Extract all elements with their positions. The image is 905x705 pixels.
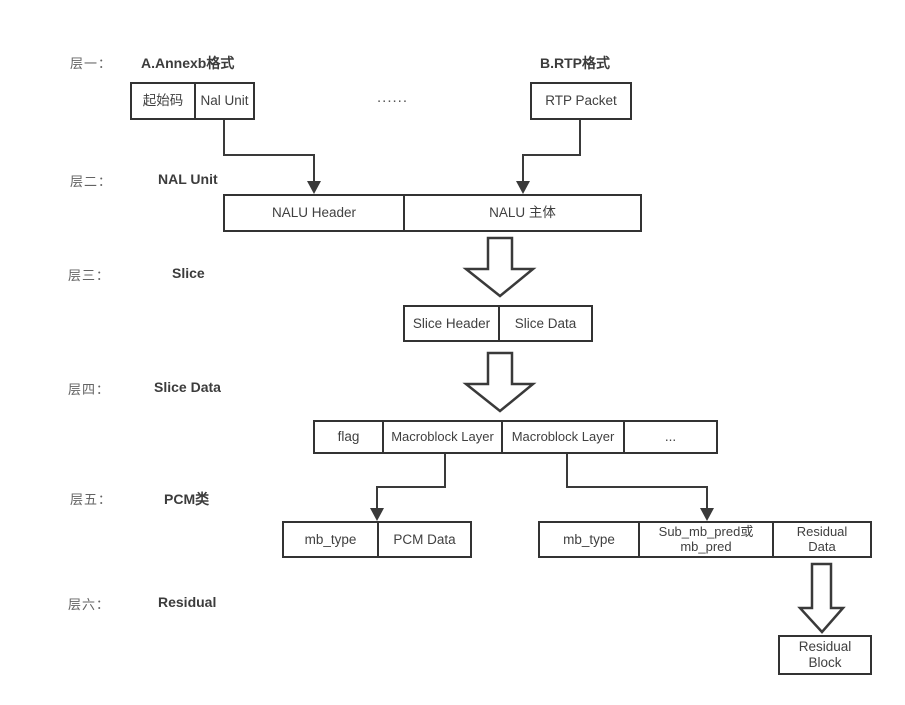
cell-rtp-packet: RTP Packet [545,93,617,109]
arrowhead-down-icon [370,508,384,521]
layer6-label: 层六： [68,597,111,612]
layer3-label: 层三： [68,268,111,283]
ellipsis-text: ...... [377,89,409,106]
cell-nal-unit: Nal Unit [194,84,253,118]
block-arrow-down-icon [462,351,537,413]
title-pcm: PCM类 [164,491,210,507]
cell-slice-data: Slice Data [498,307,591,340]
block-arrow-down-icon [462,236,537,298]
layer1-label: 层一： [70,56,113,71]
box-rtp-packet: RTP Packet [530,82,632,120]
title-slice: Slice [172,265,205,281]
cell-macroblock-layer-2: Macroblock Layer [501,422,623,452]
connector-macroblock2-to-pred [566,452,708,513]
layer4-label: 层四： [68,382,111,397]
cell-start-code: 起始码 [142,93,184,109]
cell-nalu-header: NALU Header [271,205,357,221]
title-slice-data: Slice Data [154,379,221,395]
connector-nalunit-to-nalu [223,120,315,186]
box-pcm: mb_type PCM Data [282,521,472,558]
box-residual-block: Residual Block [778,635,872,675]
cell-ellipsis: ... [623,422,716,452]
connector-macroblock1-to-pcm [376,452,446,513]
cell-mb-type: mb_type [563,531,615,547]
title-residual: Residual [158,594,217,610]
cell-macroblock-layer-1: Macroblock Layer [382,422,501,452]
cell-slice-header: Slice Header [412,315,491,331]
box-slice-data: flag Macroblock Layer Macroblock Layer .… [313,420,718,454]
title-annexb: A.Annexb格式 [141,55,235,71]
arrowhead-down-icon [516,181,530,194]
box-mb-pred: mb_type Sub_mb_pred或 mb_pred Residual Da… [538,521,872,558]
cell-residual-data: Residual Data [772,523,870,556]
box-slice: Slice Header Slice Data [403,305,593,342]
cell-mb-type: mb_type [304,531,357,547]
block-arrow-down-icon [797,562,846,634]
cell-flag: flag [337,429,360,445]
layer5-label: 层五： [70,492,113,507]
box-nalu: NALU Header NALU 主体 [223,194,642,232]
cell-nalu-body: NALU 主体 [403,196,640,230]
connector-rtp-to-nalu [522,120,581,186]
box-annexb: 起始码 Nal Unit [130,82,255,120]
cell-pcm-data: PCM Data [377,523,470,556]
title-rtp: B.RTP格式 [540,55,610,71]
arrowhead-down-icon [700,508,714,521]
layer2-label: 层二： [70,174,113,189]
cell-sub-mb-pred: Sub_mb_pred或 mb_pred [638,523,772,556]
arrowhead-down-icon [307,181,321,194]
title-nal-unit: NAL Unit [158,171,218,187]
cell-residual-block: Residual Block [798,639,852,670]
